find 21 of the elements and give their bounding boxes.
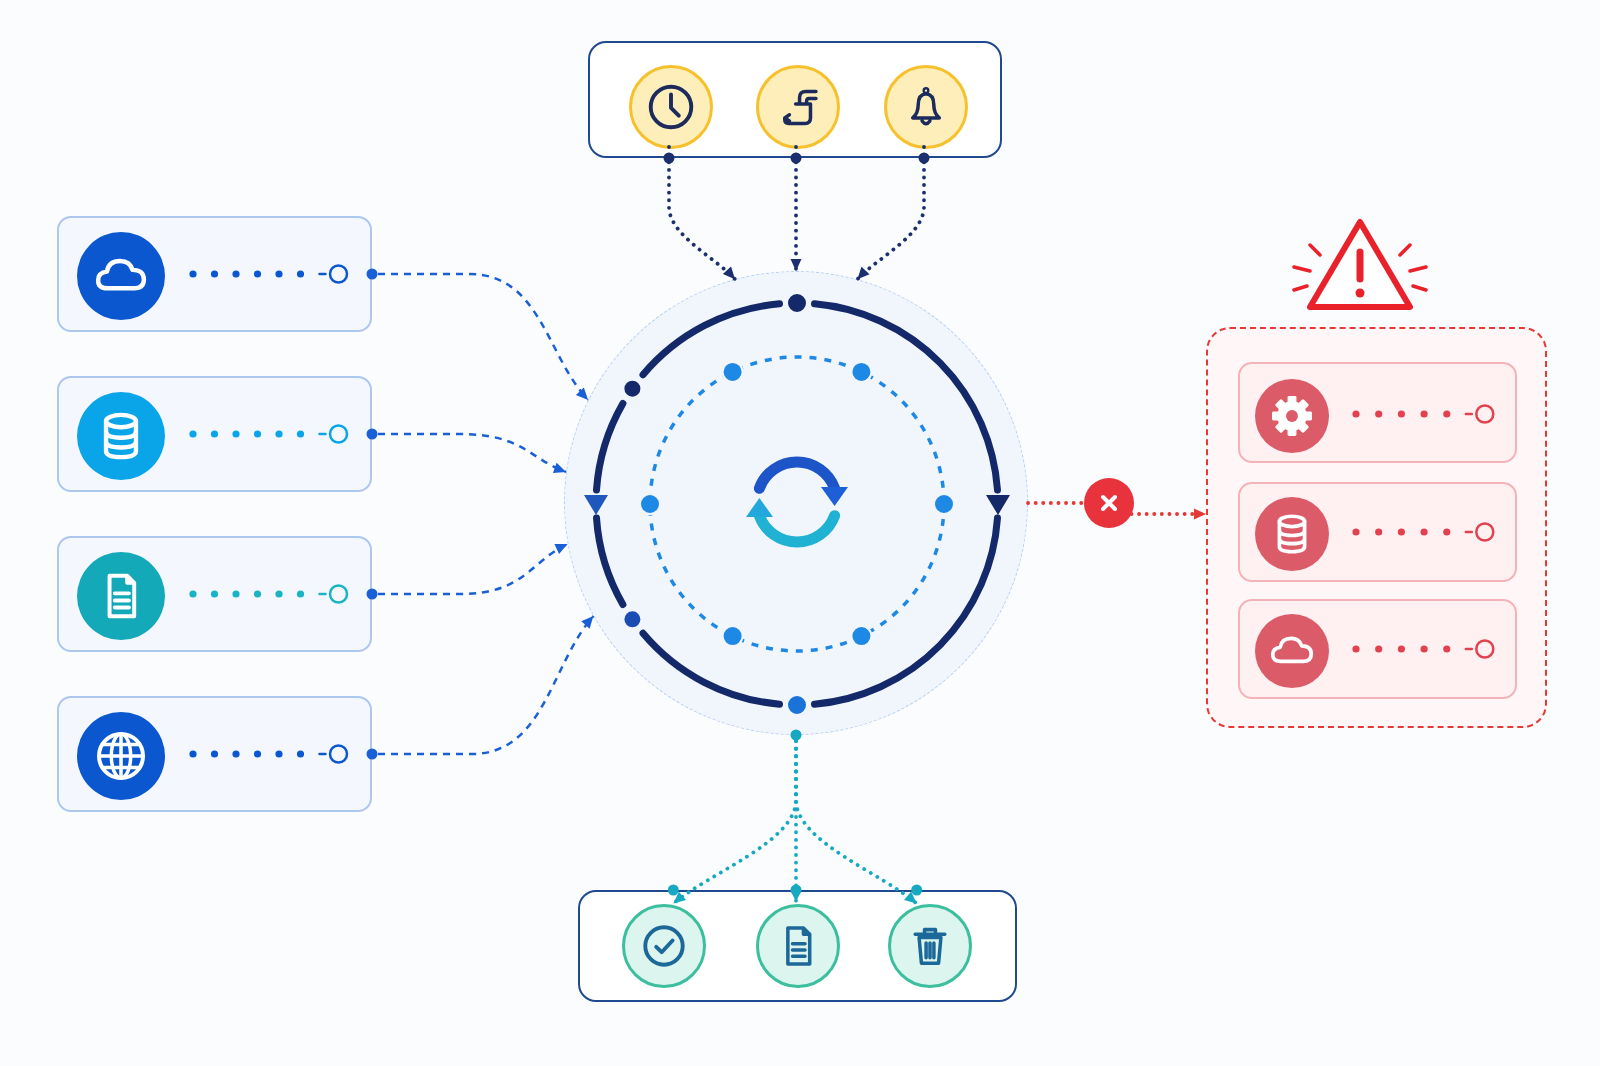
card [57, 216, 372, 332]
dotted-arrow [855, 145, 926, 282]
icon-panel [588, 41, 1002, 158]
card [1238, 362, 1517, 463]
card [1238, 482, 1517, 582]
dotted-arrow [1129, 508, 1208, 520]
dotted-arrow [794, 739, 919, 906]
dashed-arrow [378, 542, 569, 596]
card [57, 376, 372, 492]
card [57, 536, 372, 652]
card [57, 696, 372, 812]
dashed-group-panel [1206, 327, 1547, 728]
dotted-arrow [790, 145, 802, 273]
icon-panel [578, 890, 1017, 1002]
dashed-arrow [378, 432, 567, 474]
dotted-arrow [667, 145, 737, 282]
card [1238, 599, 1517, 699]
dashed-arrow [378, 615, 595, 756]
x-circle-icon [1084, 478, 1134, 528]
dashed-arrow [378, 272, 590, 401]
dotted-line [1026, 501, 1086, 505]
